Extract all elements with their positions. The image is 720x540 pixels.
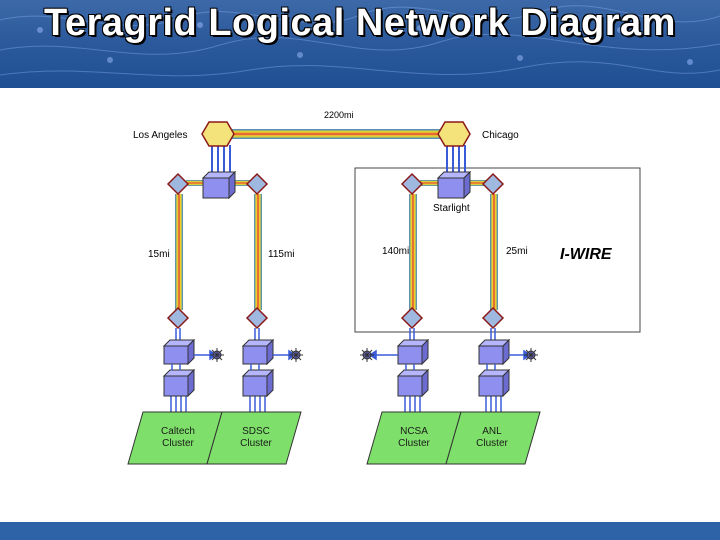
switch-stack-ncsa (396, 338, 430, 398)
hub-chicago (437, 121, 471, 147)
site-links (175, 194, 498, 310)
label-starlight: Starlight (433, 203, 470, 214)
routers-bottom (166, 306, 505, 330)
hub-fibers (211, 145, 466, 176)
switch-stack-caltech (162, 338, 196, 398)
cluster-ncsa-line1: NCSA (400, 426, 428, 437)
cluster-sdsc (206, 411, 302, 465)
switch-stack-sdsc (241, 338, 275, 398)
cluster-sdsc-line2: Cluster (240, 438, 272, 449)
label-distance-25: 25mi (506, 246, 528, 257)
switch-starlight (436, 170, 472, 200)
cluster-sdsc-line1: SDSC (242, 426, 270, 437)
label-distance-115: 115mi (268, 249, 295, 260)
cluster-anl-line2: Cluster (476, 438, 508, 449)
switch-los-angeles (201, 170, 237, 200)
external-endpoint-icons (210, 348, 538, 362)
label-distance-2200: 2200mi (324, 110, 354, 120)
cluster-ncsa-line2: Cluster (398, 438, 430, 449)
title-banner: Teragrid Logical Network Diagram (0, 0, 720, 88)
la-chicago-link (230, 129, 446, 139)
cluster-shapes (127, 411, 541, 465)
label-distance-140: 140mi (382, 246, 410, 257)
site-fibers (170, 328, 502, 412)
banner-pattern (0, 5, 720, 77)
label-distance-15: 15mi (148, 249, 170, 260)
label-los-angeles: Los Angeles (133, 130, 188, 141)
cluster-caltech-line1: Caltech (161, 426, 195, 437)
cluster-anl (445, 411, 541, 465)
label-chicago: Chicago (482, 130, 519, 141)
page-title: Teragrid Logical Network Diagram (44, 2, 676, 44)
router-links (186, 180, 490, 186)
switch-stack-anl (477, 338, 511, 398)
cluster-anl-line1: ANL (482, 426, 502, 437)
footer-bar (0, 522, 720, 540)
label-iwire: I-WIRE (560, 246, 612, 263)
routers-top (166, 172, 505, 196)
cluster-caltech-line2: Cluster (162, 438, 194, 449)
hub-los-angeles (201, 121, 235, 147)
